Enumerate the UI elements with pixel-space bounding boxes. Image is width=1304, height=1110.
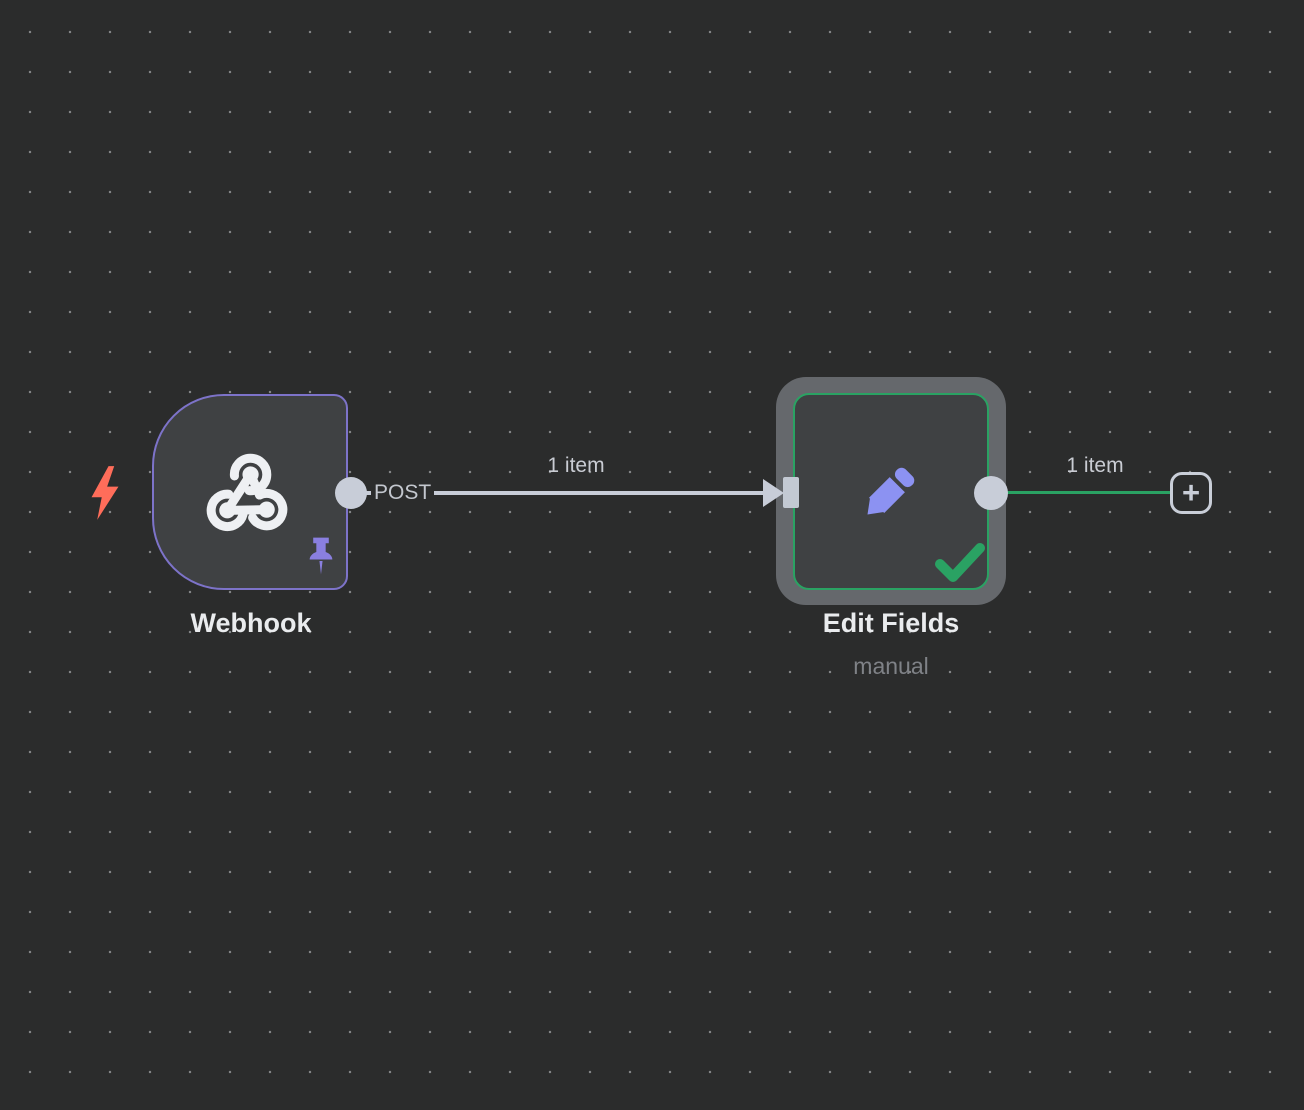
- lightning-bolt-icon: [91, 466, 119, 520]
- webhook-output-port-label: POST: [371, 480, 435, 506]
- webhook-node-title: Webhook: [190, 608, 312, 638]
- editfields-output-endpoint[interactable]: [974, 476, 1008, 510]
- connection-webhook-to-editfields[interactable]: [351, 491, 775, 495]
- webhook-icon: [206, 453, 288, 532]
- node-webhook[interactable]: [152, 394, 348, 590]
- add-node-button[interactable]: +: [1170, 472, 1212, 514]
- webhook-output-endpoint[interactable]: [335, 477, 367, 509]
- connection-arrowhead-icon: [763, 479, 784, 507]
- connection-items-count-label: 1 item: [547, 454, 605, 477]
- editfields-node-title: Edit Fields: [822, 608, 960, 638]
- connection-editfields-output[interactable]: [991, 491, 1172, 495]
- pin-icon: [309, 537, 333, 575]
- pencil-icon: [867, 467, 915, 515]
- connection-items-count-label: 1 item: [1066, 454, 1124, 477]
- node-edit-fields[interactable]: [793, 393, 989, 590]
- success-check-icon: [935, 543, 985, 582]
- plus-icon: +: [1181, 474, 1201, 510]
- editfields-node-subtitle: manual: [853, 653, 929, 679]
- editfields-input-port[interactable]: [783, 477, 799, 508]
